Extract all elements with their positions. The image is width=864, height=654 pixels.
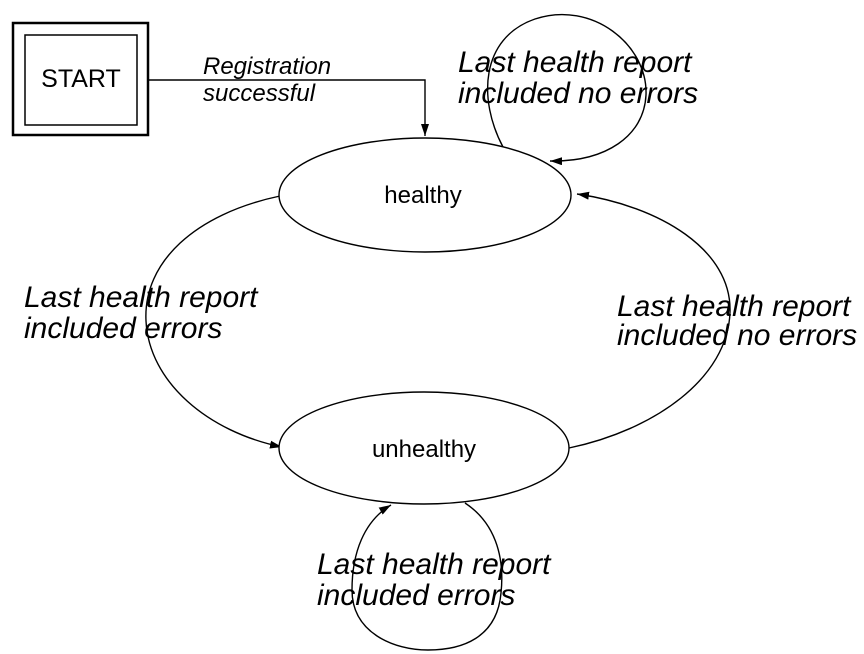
- edge-healthy-to-unhealthy: [145, 195, 283, 449]
- edge-label-unhealthy-to-healthy-line1: Last health report: [617, 290, 852, 323]
- start-node-outer-box: [11, 21, 150, 137]
- state-unhealthy-ellipse: [278, 391, 570, 505]
- edge-label-healthy-to-unhealthy-line1: Last health report: [24, 281, 259, 314]
- edge-label-healthy-to-unhealthy: Last health report included errors: [24, 281, 259, 345]
- state-healthy: healthy: [278, 137, 572, 253]
- edge-label-healthy-to-unhealthy-line2: included errors: [24, 312, 222, 345]
- start-node: START: [11, 21, 150, 137]
- state-healthy-ellipse: [278, 137, 572, 253]
- edge-label-unhealthy-loop-line1: Last health report: [317, 548, 552, 581]
- edge-label-healthy-loop: Last health report included no errors: [458, 46, 698, 110]
- edge-unhealthy-self-loop: [351, 502, 503, 651]
- state-unhealthy-label: unhealthy: [372, 436, 476, 463]
- start-node-label: START: [41, 65, 121, 93]
- edge-label-unhealthy-loop: Last health report included errors: [317, 548, 552, 612]
- state-unhealthy: unhealthy: [278, 391, 570, 505]
- edge-label-unhealthy-to-healthy-line2: included no errors: [617, 319, 857, 352]
- edge-label-registration-line2: successful: [203, 80, 316, 107]
- edge-label-healthy-loop-line2: included no errors: [458, 77, 698, 110]
- edge-start-to-healthy: [148, 79, 429, 136]
- edge-label-healthy-loop-line1: Last health report: [458, 46, 693, 79]
- state-healthy-label: healthy: [384, 182, 461, 209]
- edge-label-unhealthy-to-healthy: Last health report included no errors: [617, 290, 857, 352]
- start-node-inner-box: [24, 34, 138, 126]
- edge-label-unhealthy-loop-line2: included errors: [317, 579, 515, 612]
- edge-label-registration-line1: Registration: [203, 53, 331, 80]
- edge-label-registration: Registration successful: [203, 53, 331, 107]
- edge-unhealthy-to-healthy: [568, 191, 731, 449]
- edge-healthy-self-loop: [487, 13, 647, 166]
